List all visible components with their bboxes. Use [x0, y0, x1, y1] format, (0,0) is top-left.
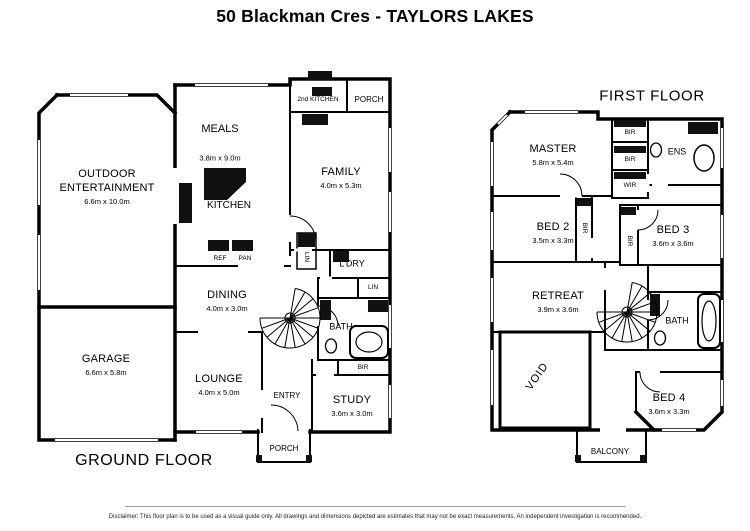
robe-shelf-icon [614, 120, 646, 127]
room-label-family: FAMILY 4.0m x 5.3m [320, 165, 362, 190]
disclaimer-text: Disclaimer: This floor plan is to be use… [108, 514, 642, 520]
room-label-outdoor-entertainment: OUTDOOR ENTERTAINMENT 6.6m x 10.0m [59, 168, 155, 206]
laundry-trough-icon [333, 251, 349, 262]
linen-shelf-icon [298, 233, 315, 247]
footer-divider [125, 506, 625, 507]
vanity-icon [650, 294, 660, 316]
robe-shelf-icon [614, 172, 646, 179]
dims-label-meals: 3.8m x 9.0m [199, 153, 241, 163]
first-door-openings [560, 174, 668, 433]
first-windows [491, 111, 723, 431]
ground-fixtures [179, 71, 388, 462]
sink-icon [308, 71, 332, 80]
room-label-entry: ENTRY [273, 391, 301, 400]
spiral-stairs-icon [259, 288, 321, 349]
toilet-icon [653, 330, 667, 346]
room-label-meals: MEALS [201, 123, 239, 136]
first-bath-fixtures [649, 142, 721, 349]
room-label-pan: PAN [238, 254, 252, 262]
room-label-lounge: LOUNGE 4.0m x 5.0m [195, 372, 243, 397]
first-floor-label: FIRST FLOOR [599, 87, 705, 105]
ground-door-openings [172, 168, 334, 435]
room-label-wir: WIR [623, 181, 637, 189]
bench-icon [312, 87, 332, 96]
robe-shelf-icon [614, 146, 646, 153]
room-label-bir-study: BIR [357, 363, 369, 371]
room-label-bir-bed2: BIR [581, 222, 589, 234]
room-label-bir-b: BIR [624, 155, 636, 163]
room-label-laundry: L'DRY [339, 258, 365, 269]
balcony-post-icon [575, 455, 581, 462]
room-label-bath-ground: BATH [329, 321, 353, 332]
page-title: 50 Blackman Cres - TAYLORS LAKES [216, 6, 534, 26]
room-label-dining: DINING 4.0m x 3.0m [206, 288, 248, 313]
room-label-bed3: BED 3 3.6m x 3.6m [652, 223, 694, 248]
room-label-bir-a: BIR [624, 128, 636, 136]
ground-floor-label: GROUND FLOOR [75, 452, 213, 469]
bathtub-icon [697, 293, 721, 349]
ground-bath-fixtures [324, 325, 389, 359]
kitchen-counter-icon [204, 168, 246, 200]
vanity-icon [320, 300, 331, 320]
toilet-icon [324, 338, 338, 354]
room-label-ref: REF [213, 254, 227, 262]
room-label-linen-tall: LIN [303, 251, 311, 263]
room-label-bed4: BED 4 3.6m x 3.3m [648, 391, 690, 416]
room-label-ensuite: ENS [667, 146, 687, 157]
basin-icon [693, 144, 715, 172]
ground-porch-walls [257, 429, 311, 463]
robe-shelf-icon [577, 198, 591, 206]
spiral-stairs-icon [596, 282, 658, 343]
first-door-arcs [559, 173, 669, 393]
robe-shelf-icon [621, 207, 636, 215]
balcony-post-icon [640, 455, 646, 462]
room-label-bir-bed3: BIR [626, 235, 634, 247]
room-label-bed2: BED 2 3.5m x 3.3m [532, 220, 574, 245]
shower-icon [688, 122, 718, 134]
room-label-linen-small: LIN [367, 283, 379, 291]
room-label-garage: GARAGE 6.6m x 5.8m [81, 352, 131, 377]
room-label-porch-top: PORCH [354, 95, 384, 104]
porch-post-icon [306, 455, 312, 462]
room-label-balcony: BALCONY [590, 447, 630, 456]
room-label-retreat: RETREAT 3.9m x 3.6m [532, 289, 584, 314]
toilet-icon [649, 142, 663, 158]
first-fixtures [575, 120, 718, 462]
fireplace-icon [302, 114, 328, 125]
shower-icon [368, 300, 388, 312]
room-label-porch-bottom: PORCH [269, 444, 299, 453]
room-label-bath-first: BATH [665, 315, 689, 326]
porch-post-icon [256, 455, 262, 462]
room-label-2nd-kitchen: 2nd KITCHEN [297, 95, 339, 103]
balcony-walls [576, 429, 647, 463]
room-label-master: MASTER 5.8m x 5.4m [529, 142, 577, 167]
ground-windows [38, 84, 391, 441]
room-label-study: STUDY 3.6m x 3.0m [331, 393, 373, 418]
kitchen-bench-icon [179, 183, 192, 223]
bathtub-icon [349, 325, 389, 359]
pantry-cabinet-icon [232, 240, 253, 251]
ref-cabinet-icon [208, 240, 229, 251]
room-label-kitchen: KITCHEN [207, 199, 251, 211]
